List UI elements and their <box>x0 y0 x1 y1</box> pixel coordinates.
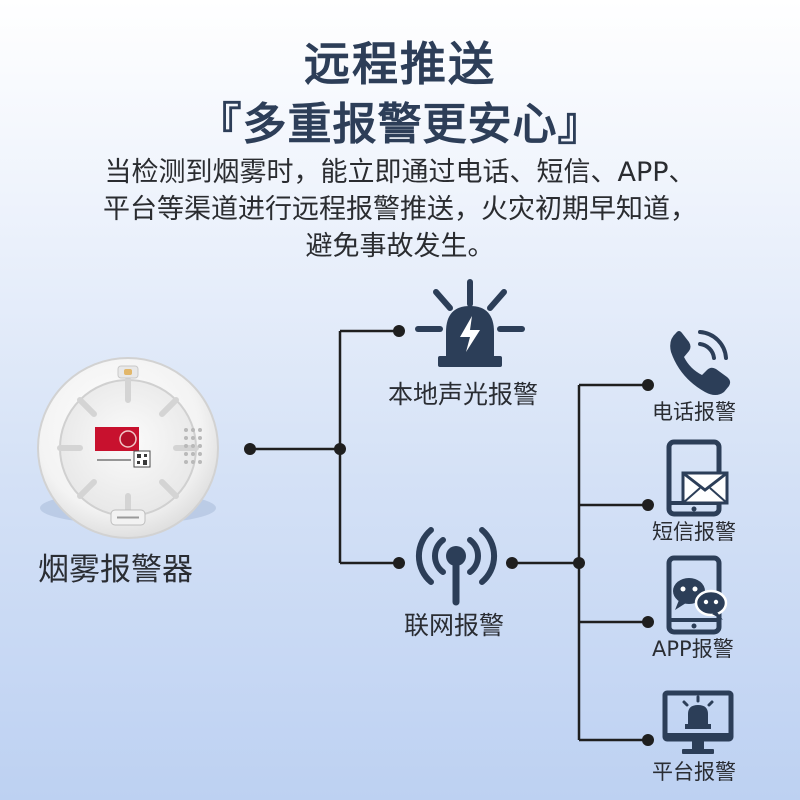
phone-icon <box>670 330 731 395</box>
network-alarm-label: 联网报警 <box>404 611 505 640</box>
sms-alarm-label: 短信报警 <box>652 520 736 544</box>
chat-app-icon <box>666 555 728 635</box>
description-line1: 当检测到烟雾时，能立即通过电话、短信、APP、 <box>104 157 696 188</box>
phone-alarm-label: 电话报警 <box>652 400 736 424</box>
device-label: 烟雾报警器 <box>38 552 193 588</box>
platform-alarm-label: 平台报警 <box>652 760 736 784</box>
signal-tower-icon <box>415 527 498 606</box>
title-line2: 『多重报警更安心』 <box>197 99 603 150</box>
siren-light-icon <box>415 279 525 367</box>
local-alarm-label: 本地声光报警 <box>388 380 539 409</box>
connection-nodes <box>244 325 654 746</box>
monitor-alarm-icon <box>662 690 734 754</box>
app-alarm-label: APP报警 <box>652 637 734 661</box>
sms-icon <box>666 439 729 517</box>
description-line3: 避免事故发生。 <box>305 231 495 262</box>
description-line2: 平台等渠道进行远程报警推送，火灾初期早知道， <box>103 194 697 225</box>
smoke-detector-icon <box>37 357 219 539</box>
title-line1: 远程推送 <box>304 37 496 91</box>
